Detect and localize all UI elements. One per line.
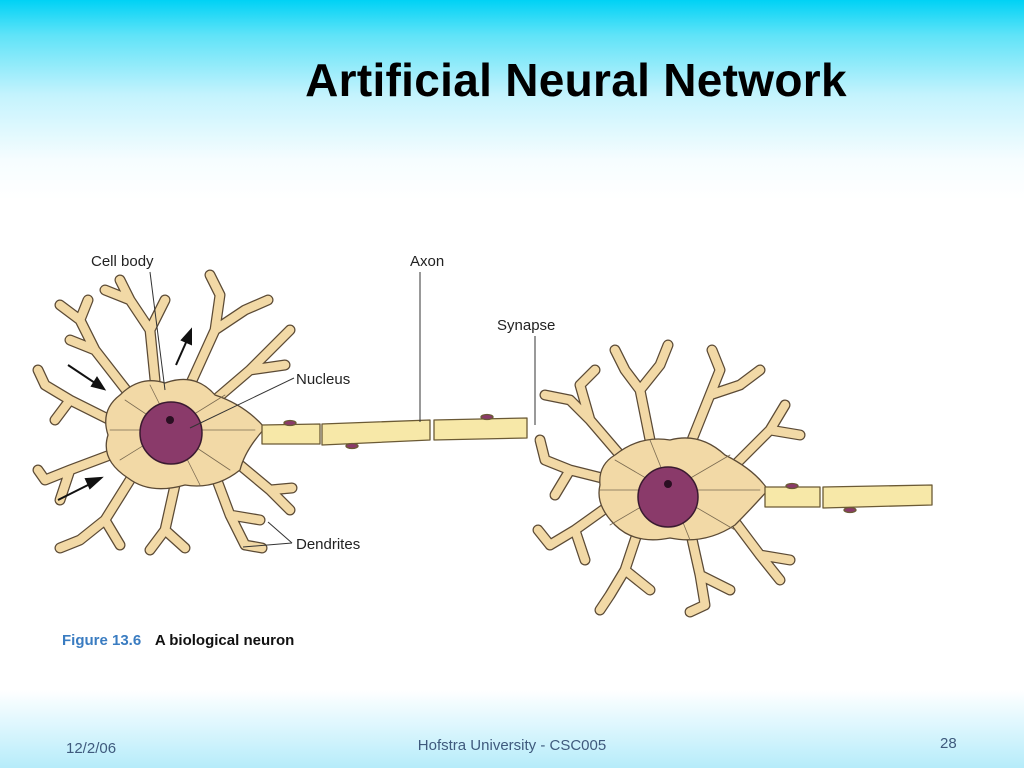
figure-caption-text: A biological neuron [154, 632, 295, 649]
label-cell-body: Cell body [91, 253, 154, 270]
page-number: 28 [940, 735, 957, 752]
slide-title: Artificial Neural Network [305, 54, 847, 106]
left-axon [261, 413, 528, 450]
label-axon: Axon [410, 253, 444, 270]
footer-title: Hofstra University - CSC005 [417, 737, 607, 754]
leader-lines [149, 271, 536, 548]
label-synapse: Synapse [497, 317, 555, 334]
right-nucleus [637, 466, 699, 528]
figure-number: Figure 13.6 [62, 632, 142, 649]
figure-caption: Figure 13.6 A biological neuron [62, 632, 294, 649]
right-axon [764, 482, 933, 514]
left-neuron [32, 269, 528, 556]
right-neuron [532, 339, 933, 618]
label-dendrites: Dendrites [296, 536, 360, 553]
footer-date: 12/2/06 [66, 740, 117, 757]
left-nucleus [139, 401, 203, 465]
signal-arrows [57, 327, 192, 501]
label-nucleus: Nucleus [296, 371, 350, 388]
